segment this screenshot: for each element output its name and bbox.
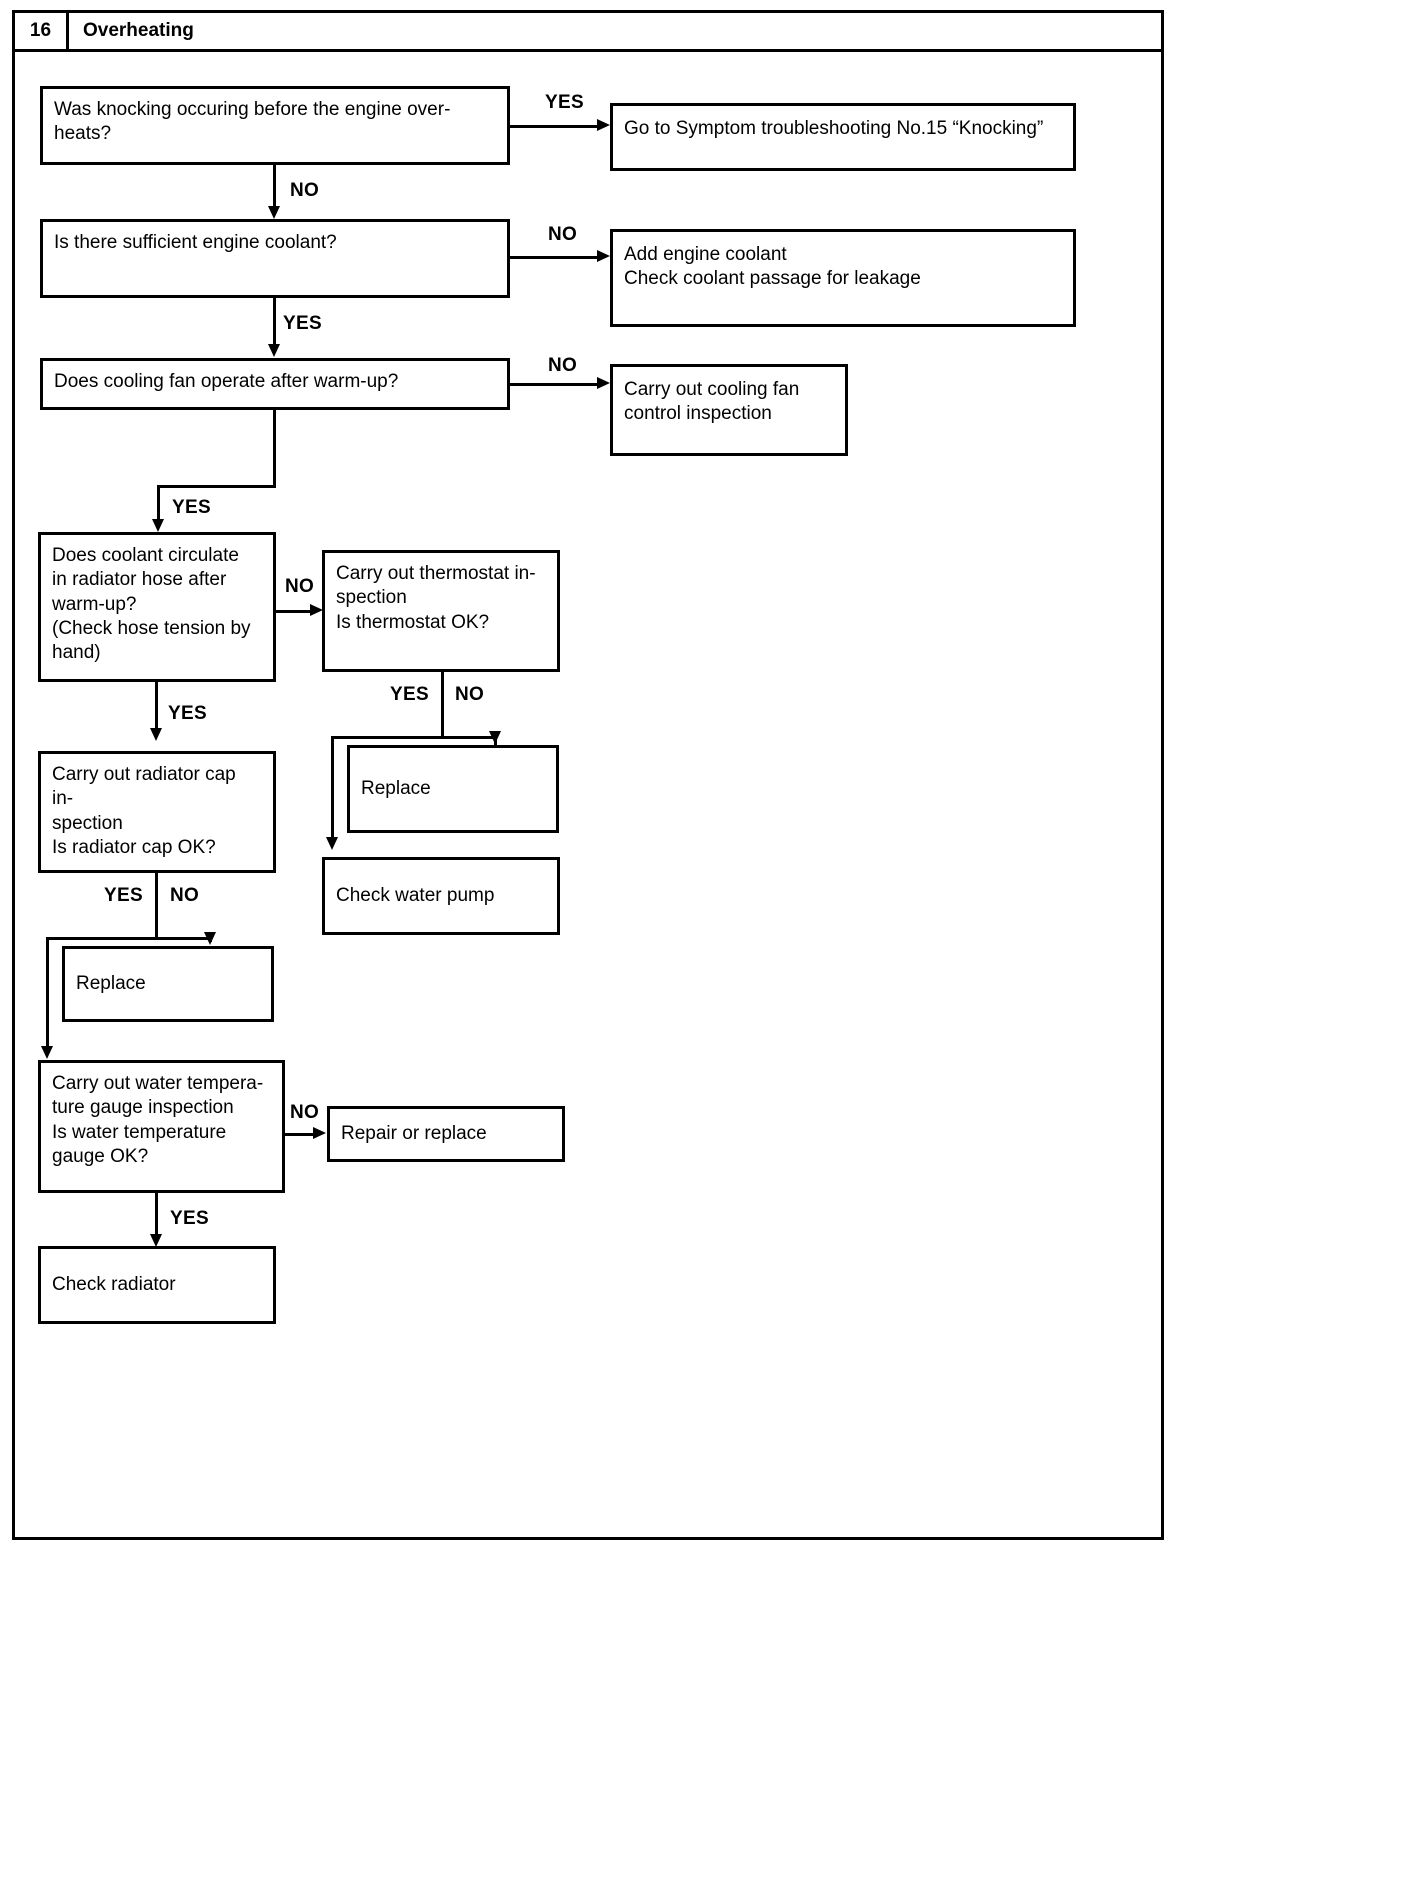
edge-label-thermostat-yes: YES <box>390 684 429 705</box>
edge-fan-yes-line-b <box>157 485 276 488</box>
edge-thermostat-yes-line-h <box>331 736 444 739</box>
edge-radcap-stem <box>155 873 158 939</box>
node-question-thermostat: Carry out thermostat in- spection Is the… <box>322 550 560 672</box>
edge-knocking-yes-line <box>510 125 598 128</box>
edge-coolant-no-line <box>510 256 598 259</box>
node-question-water-temp-gauge: Carry out water tempera- ture gauge insp… <box>38 1060 285 1193</box>
edge-knocking-yes-arrow <box>597 119 610 131</box>
edge-wtgauge-no-line <box>285 1133 315 1136</box>
edge-label-wtgauge-no: NO <box>290 1102 320 1123</box>
edge-radcap-yes-arrow <box>41 1046 53 1059</box>
edge-label-knocking-yes: YES <box>545 92 584 113</box>
edge-label-radcap-yes: YES <box>104 885 143 906</box>
edge-fan-yes-arrow <box>152 519 164 532</box>
edge-label-coolant-no: NO <box>548 224 578 245</box>
node-action-fan-inspection: Carry out cooling fan control inspection <box>610 364 848 456</box>
node-action-goto-knocking: Go to Symptom troubleshooting No.15 “Kno… <box>610 103 1076 171</box>
edge-thermostat-no-arrow <box>489 731 501 744</box>
edge-radcap-no-arrow <box>204 932 216 945</box>
edge-label-circulate-yes: YES <box>168 703 207 724</box>
node-action-repair-or-replace: Repair or replace <box>327 1106 565 1162</box>
edge-circulate-no-line <box>276 610 312 613</box>
edge-radcap-no-line-h <box>155 937 212 940</box>
edge-label-knocking-no: NO <box>290 180 320 201</box>
edge-knocking-no-line <box>273 165 276 207</box>
edge-coolant-yes-line <box>273 298 276 344</box>
node-action-check-radiator: Check radiator <box>38 1246 276 1324</box>
node-question-cooling-fan: Does cooling fan operate after warm-up? <box>40 358 510 410</box>
edge-label-fan-yes: YES <box>172 497 211 518</box>
edge-coolant-no-arrow <box>597 250 610 262</box>
edge-wtgauge-yes-line <box>155 1193 158 1235</box>
edge-label-fan-no: NO <box>548 355 578 376</box>
edge-label-radcap-no: NO <box>170 885 200 906</box>
node-action-check-water-pump: Check water pump <box>322 857 560 935</box>
node-question-coolant-level: Is there sufficient engine coolant? <box>40 219 510 298</box>
edge-label-wtgauge-yes: YES <box>170 1208 209 1229</box>
node-action-add-coolant: Add engine coolant Check coolant passage… <box>610 229 1076 327</box>
node-question-knocking: Was knocking occuring before the engine … <box>40 86 510 165</box>
edge-fan-no-line <box>510 383 598 386</box>
edge-fan-yes-line-a <box>273 410 276 488</box>
edge-wtgauge-yes-arrow <box>150 1234 162 1247</box>
node-question-coolant-circulate: Does coolant circulate in radiator hose … <box>38 532 276 682</box>
edge-circulate-no-arrow <box>310 604 323 616</box>
node-question-radiator-cap: Carry out radiator cap in- spection Is r… <box>38 751 276 873</box>
edge-radcap-yes-line-h <box>46 937 158 940</box>
node-action-replace-radiator-cap: Replace <box>62 946 274 1022</box>
edge-circulate-yes-arrow <box>150 728 162 741</box>
edge-thermostat-yes-arrow <box>326 837 338 850</box>
edge-label-circulate-no: NO <box>285 576 315 597</box>
edge-circulate-yes-line <box>155 682 158 729</box>
page-header: 16 Overheating <box>12 10 1164 52</box>
edge-radcap-yes-line-v <box>46 937 49 1047</box>
edge-wtgauge-no-arrow <box>313 1127 326 1139</box>
edge-label-thermostat-no: NO <box>455 684 485 705</box>
page-number: 16 <box>15 13 69 49</box>
edge-thermostat-no-line-h <box>441 736 497 739</box>
page-title: Overheating <box>83 20 194 41</box>
edge-thermostat-yes-line-v <box>331 736 334 838</box>
node-action-replace-thermostat: Replace <box>347 745 559 833</box>
edge-coolant-yes-arrow <box>268 344 280 357</box>
edge-thermostat-stem <box>441 672 444 738</box>
edge-label-coolant-yes: YES <box>283 313 322 334</box>
edge-fan-no-arrow <box>597 377 610 389</box>
edge-fan-yes-line-c <box>157 485 160 520</box>
edge-knocking-no-arrow <box>268 206 280 219</box>
